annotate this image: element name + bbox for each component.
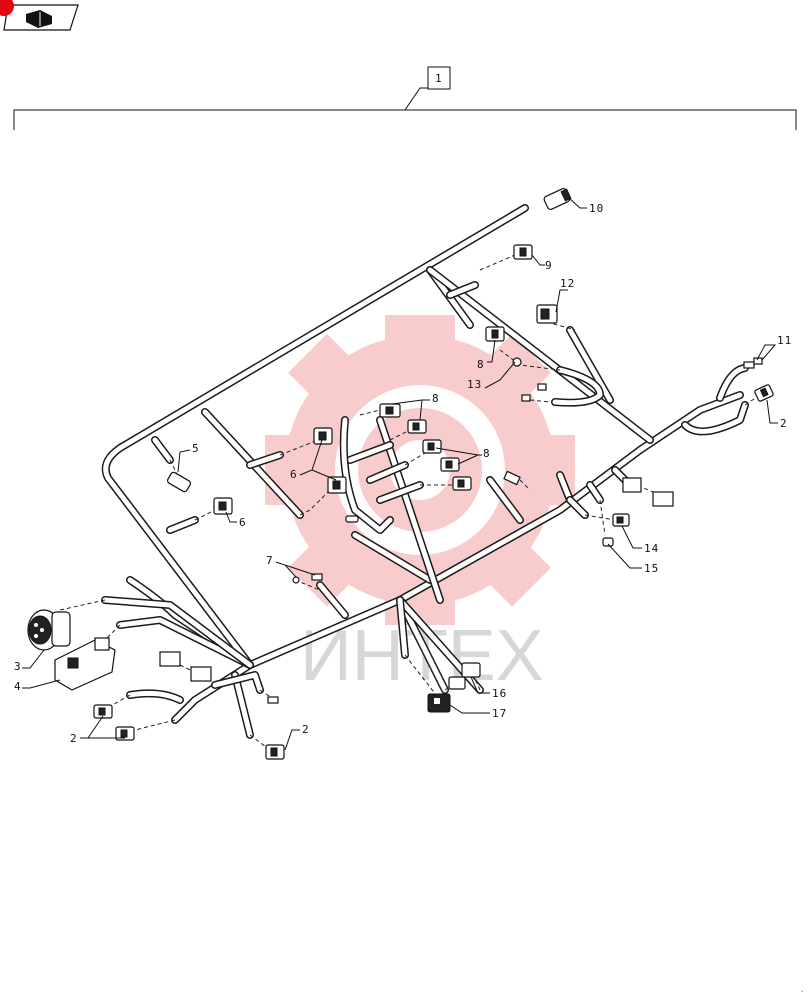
callout-label: 15 [644, 562, 659, 575]
fuse-15-icon [602, 537, 614, 547]
callout-label: 8 [483, 447, 491, 460]
connector-2b-icon [93, 704, 135, 741]
connector-12-icon [536, 304, 558, 324]
callout-label: 6 [239, 516, 247, 529]
callout-label: 2 [780, 417, 788, 430]
block-connectors-icon [159, 477, 674, 682]
corner-mark: ` [800, 989, 805, 1000]
connector-8c-icon [422, 439, 472, 491]
callout-label: 2 [70, 732, 78, 745]
callout-label: 5 [192, 442, 200, 455]
callout-label: 9 [545, 259, 553, 272]
callout-label: 12 [560, 277, 575, 290]
connector-9-icon [513, 244, 533, 260]
book-nav-icon [26, 10, 52, 28]
connector-10-icon [543, 187, 572, 211]
callout-label: 11 [777, 334, 792, 347]
ring-terminal-13-icon [512, 357, 522, 367]
nav-button[interactable] [3, 4, 79, 31]
callout-label: 7 [266, 554, 274, 567]
connector-2c-icon [265, 696, 285, 760]
connector-4-icon [54, 637, 116, 691]
sensor-5-icon [166, 471, 192, 493]
connector-16-icon [448, 662, 481, 690]
round-connector-3-icon [27, 609, 71, 651]
harness-trunks [101, 204, 749, 739]
callout-label: 17 [492, 707, 507, 720]
callout-label: 8 [432, 392, 440, 405]
callout-label: 13 [467, 378, 482, 391]
callout-label: 16 [492, 687, 507, 700]
callout-label: 8 [477, 358, 485, 371]
assembly-bracket: 1 [13, 66, 797, 130]
callout-label: 14 [644, 542, 659, 555]
callout-labels: 10 9 12 11 8 13 2 8 8 5 6 6 14 15 7 3 4 … [14, 202, 792, 745]
connector-2a-icon [754, 384, 774, 402]
connector-6a-icon [313, 427, 347, 494]
callout-label: 3 [14, 660, 22, 673]
connectors [27, 187, 774, 760]
alert-badge [0, 0, 14, 16]
connector-8a-icon [485, 326, 505, 342]
callout-label: 6 [290, 468, 298, 481]
leader-lines [22, 197, 778, 751]
callout-label: 10 [589, 202, 604, 215]
connector-8b-icon [379, 403, 427, 434]
connector-6b-icon [213, 497, 233, 515]
callout-label: 4 [14, 680, 22, 693]
connector-14-icon [612, 513, 630, 527]
terminal-icon [345, 470, 521, 523]
assembly-ref-label: 1 [435, 72, 443, 85]
connector-17-icon [427, 693, 451, 713]
callout-label: 2 [302, 723, 310, 736]
